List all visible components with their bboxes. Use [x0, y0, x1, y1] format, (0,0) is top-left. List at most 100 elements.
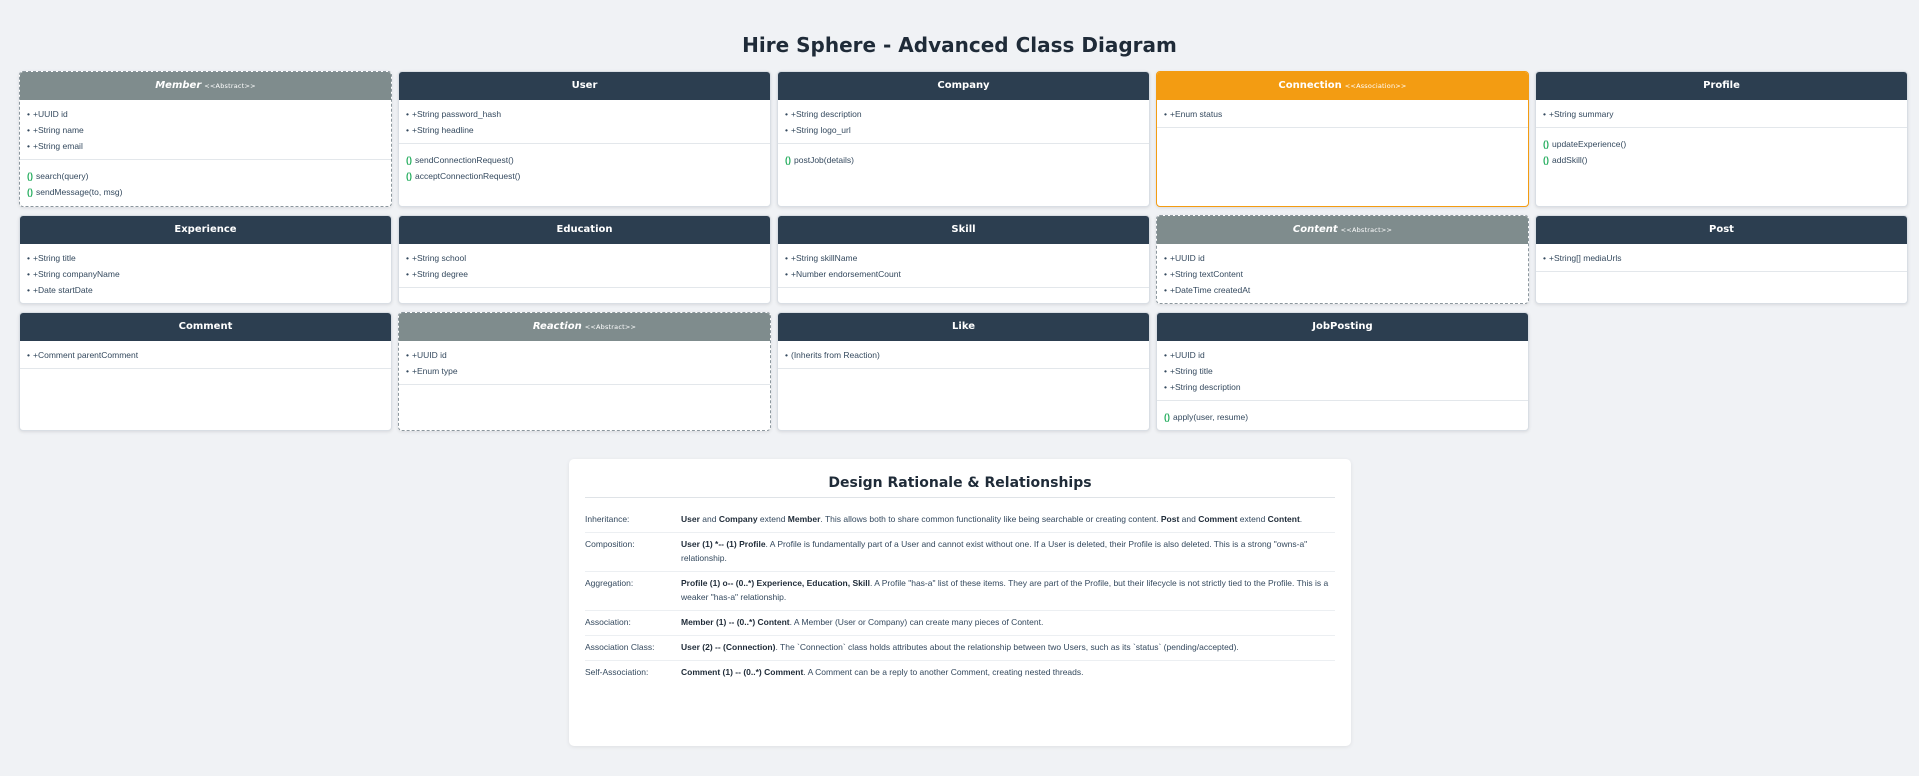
class-card-post[interactable]: Post •+String[] mediaUrls: [1535, 215, 1908, 304]
attribute-text: +UUID id: [1169, 253, 1205, 263]
attribute-row: •+Comment parentComment: [27, 347, 384, 363]
methods-section: [778, 288, 1149, 301]
attribute-row: •+String textContent: [1164, 266, 1521, 282]
attributes-section: •+UUID id•+String name•+String email: [20, 100, 391, 160]
attribute-text: +String name: [32, 125, 84, 135]
method-text: addSkill(): [1552, 155, 1588, 165]
class-header: Company: [778, 72, 1149, 100]
rationale-fragment: extend: [757, 514, 788, 524]
attribute-text: +Enum type: [411, 366, 458, 376]
attribute-row: •+String password_hash: [406, 106, 763, 122]
attribute-text: +String description: [1169, 382, 1241, 392]
class-card-connection[interactable]: Connection<<Association>>•+Enum status: [1156, 71, 1529, 207]
class-name: Profile: [1703, 80, 1740, 91]
rationale-row: Inheritance: User and Company extend Memb…: [585, 508, 1335, 533]
attributes-section: •+String[] mediaUrls: [1536, 244, 1907, 272]
class-name: JobPosting: [1312, 321, 1373, 332]
method-row: ()sendConnectionRequest(): [406, 152, 763, 168]
methods-section: [1536, 272, 1907, 285]
bullet-icon: •: [785, 269, 788, 279]
rationale-emphasis: Comment: [1198, 514, 1238, 524]
class-header: Reaction<<Abstract>>: [399, 313, 770, 341]
rationale-text: Comment (1) -- (0..*) Comment. A Comment…: [681, 665, 1335, 679]
attributes-section: •+UUID id•+String title•+String descript…: [1157, 341, 1528, 401]
attribute-row: •+String name: [27, 122, 384, 138]
class-name: Like: [952, 321, 975, 332]
rationale-fragment: .: [1299, 514, 1303, 524]
class-card-user[interactable]: User•+String password_hash•+String headl…: [398, 71, 771, 207]
class-card-reaction[interactable]: Reaction<<Abstract>>•+UUID id•+Enum type: [398, 312, 771, 431]
method-icon: (): [27, 171, 33, 181]
class-stereotype: <<Abstract>>: [584, 323, 637, 331]
class-header: Comment: [20, 313, 391, 341]
class-card-comment[interactable]: Comment •+Comment parentComment: [19, 312, 392, 431]
class-card-content[interactable]: Content<<Abstract>>•+UUID id•+String tex…: [1156, 215, 1529, 304]
rationale-emphasis: Comment (1) -- (0..*) Comment: [681, 667, 804, 677]
page-title: Hire Sphere - Advanced Class Diagram: [742, 33, 1177, 57]
bullet-icon: •: [27, 269, 30, 279]
bullet-icon: •: [1164, 253, 1167, 263]
method-icon: (): [27, 187, 33, 197]
rationale-fragment: and: [699, 514, 719, 524]
method-text: apply(user, resume): [1173, 412, 1249, 422]
attributes-section: •+String summary: [1536, 100, 1907, 128]
class-card-profile[interactable]: Profile •+String summary ()updateExperienc…: [1535, 71, 1908, 207]
rationale-emphasis: Company: [718, 514, 758, 524]
attribute-text: +Number endorsementCount: [790, 269, 901, 279]
rationale-emphasis: Member: [787, 514, 821, 524]
bullet-icon: •: [1164, 366, 1167, 376]
attributes-section: •+String title•+String companyName•+Date…: [20, 244, 391, 303]
attribute-text: +Date startDate: [32, 285, 93, 295]
attribute-text: +String headline: [411, 125, 474, 135]
attribute-row: •+Enum type: [406, 363, 763, 379]
attribute-row: •+UUID id: [406, 347, 763, 363]
attribute-text: +String password_hash: [411, 109, 502, 119]
bullet-icon: •: [27, 350, 30, 360]
class-card-jobposting[interactable]: JobPosting •+UUID id•+String title•+Strin…: [1156, 312, 1529, 431]
class-name: Post: [1709, 224, 1734, 235]
attribute-row: •+String email: [27, 138, 384, 154]
attribute-row: •+Number endorsementCount: [785, 266, 1142, 282]
rationale-text: User and Company extend Member. This all…: [681, 512, 1335, 526]
attribute-row: •+String degree: [406, 266, 763, 282]
rationale-label: Aggregation:: [585, 578, 634, 588]
method-text: sendConnectionRequest(): [415, 155, 514, 165]
attributes-section: •+String school•+String degree: [399, 244, 770, 288]
attribute-row: •+String title: [27, 250, 384, 266]
method-row: ()sendMessage(to, msg): [27, 184, 384, 200]
class-card-like[interactable]: Like•(Inherits from Reaction): [777, 312, 1150, 431]
attribute-text: +UUID id: [411, 350, 447, 360]
class-name: Member: [155, 80, 202, 91]
class-name: Skill: [951, 224, 976, 235]
methods-section: ()postJob(details): [778, 144, 1149, 173]
class-name: User: [571, 80, 598, 91]
bullet-icon: •: [27, 109, 30, 119]
class-name: Content: [1292, 224, 1338, 235]
class-stereotype: <<Association>>: [1344, 82, 1407, 90]
class-card-experience[interactable]: Experience•+String title•+String company…: [19, 215, 392, 304]
bullet-icon: •: [785, 253, 788, 263]
attribute-text: +String degree: [411, 269, 468, 279]
bullet-icon: •: [27, 285, 30, 295]
method-row: ()apply(user, resume): [1164, 409, 1521, 425]
attribute-row: •+String skillName: [785, 250, 1142, 266]
rationale-row: Association:Member (1) -- (0..*) Content…: [585, 611, 1335, 636]
attributes-section: •+UUID id•+String textContent•+DateTime …: [1157, 244, 1528, 303]
bullet-icon: •: [406, 253, 409, 263]
rationale-title: Design Rationale & Relationships: [585, 475, 1335, 498]
methods-section: [20, 369, 391, 382]
class-diagram-grid: Member<<Abstract>>•+UUID id•+String name…: [19, 71, 1908, 431]
bullet-icon: •: [406, 269, 409, 279]
method-row: ()updateExperience(): [1543, 136, 1900, 152]
rationale-fragment: . A Comment can be a reply to another Co…: [803, 667, 1084, 677]
attribute-row: •+UUID id: [1164, 250, 1521, 266]
bullet-icon: •: [406, 366, 409, 376]
rationale-label: Inheritance:: [585, 514, 630, 524]
class-card-member[interactable]: Member<<Abstract>>•+UUID id•+String name…: [19, 71, 392, 207]
attribute-row: •+DateTime createdAt: [1164, 282, 1521, 298]
class-card-company[interactable]: Company•+String description•+String logo…: [777, 71, 1150, 207]
class-card-education[interactable]: Education•+String school•+String degree: [398, 215, 771, 304]
class-card-skill[interactable]: Skill•+String skillName•+Number endorsem…: [777, 215, 1150, 304]
method-text: updateExperience(): [1552, 139, 1627, 149]
rationale-list: Inheritance: User and Company extend Memb…: [585, 508, 1335, 685]
